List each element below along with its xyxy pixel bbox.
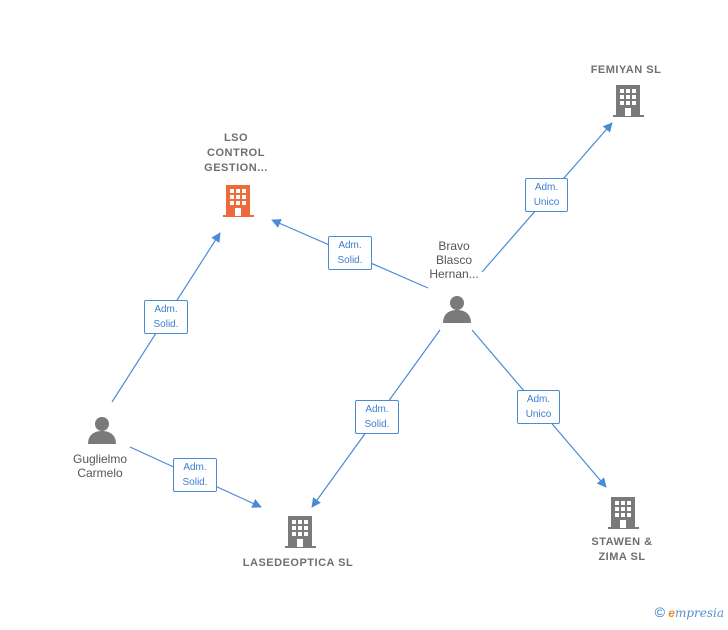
edge-badge-bravo-lasedeoptica[interactable]: Adm. Solid.: [355, 400, 399, 434]
node-stawen-zima-sl[interactable]: STAWEN & ZIMA SL: [577, 535, 667, 565]
person-icon[interactable]: [441, 294, 473, 324]
node-femiyan-sl[interactable]: FEMIYAN SL: [576, 63, 676, 78]
brand-logo-text: mpresia: [674, 606, 724, 620]
building-icon[interactable]: [612, 84, 646, 118]
node-label: Bravo Blasco Hernan...: [429, 239, 479, 281]
person-icon[interactable]: [86, 415, 118, 445]
empresia-watermark: © empresia: [655, 604, 724, 620]
node-lso-control-gestion[interactable]: LSO CONTROL GESTION...: [186, 131, 286, 176]
brand-logo-initial: e: [668, 606, 675, 620]
edge-badge-bravo-lso[interactable]: Adm. Solid.: [328, 236, 372, 270]
building-icon[interactable]: [284, 515, 318, 549]
edge-badge-guglielmo-lso[interactable]: Adm. Solid.: [144, 300, 188, 334]
copyright-icon: ©: [654, 604, 665, 620]
node-label: LSO CONTROL GESTION...: [204, 132, 268, 174]
node-label: STAWEN & ZIMA SL: [591, 536, 653, 563]
node-label: LASEDEOPTICA SL: [242, 557, 354, 569]
edge-badge-bravo-femiyan[interactable]: Adm. Unico: [525, 178, 568, 212]
node-guglielmo-carmelo[interactable]: Guglielmo Carmelo: [55, 452, 145, 480]
node-label: FEMIYAN SL: [590, 64, 662, 76]
building-icon[interactable]: [607, 496, 641, 530]
node-bravo-blasco-hernan[interactable]: Bravo Blasco Hernan...: [414, 239, 494, 281]
node-label: Guglielmo Carmelo: [72, 452, 128, 480]
edge-badge-bravo-stawen[interactable]: Adm. Unico: [517, 390, 560, 424]
node-lasedeoptica-sl[interactable]: LASEDEOPTICA SL: [228, 556, 368, 571]
edge-badge-guglielmo-lasedeoptica[interactable]: Adm. Solid.: [173, 458, 217, 492]
building-icon[interactable]: [222, 184, 256, 218]
